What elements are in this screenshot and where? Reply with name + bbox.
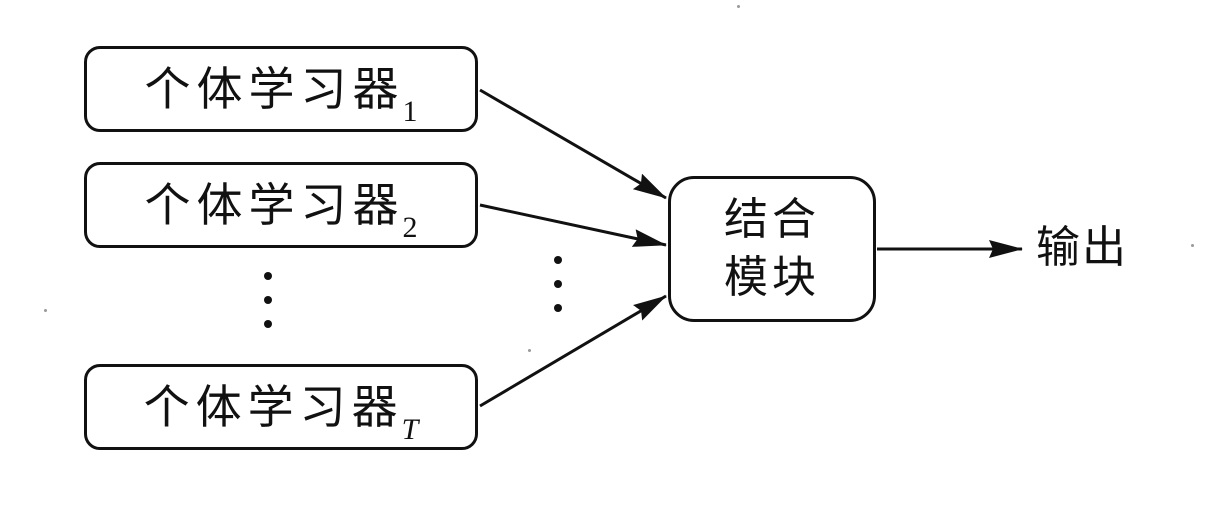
individual-learner-t-name: 个体学习器 [143,380,404,434]
scan-speck [528,349,531,352]
arrow-learner-t-to-combiner [479,294,667,408]
individual-learner-1-name: 个体学习器 [144,62,405,116]
combination-module-line-2: 模块 [724,252,820,303]
vertical-ellipsis-learners [264,272,272,332]
arrow-learner-2-to-combiner [479,203,667,247]
scan-speck [737,5,740,8]
individual-learner-2-label: 个体学习器2 [145,182,418,243]
arrow-learner-1-to-combiner [479,88,667,200]
output-label: 输出 [1036,222,1128,273]
vertical-ellipsis-arrows [554,256,562,316]
ellipsis-dot [264,296,272,304]
ellipsis-dot [554,304,562,312]
individual-learner-2-name: 个体学习器 [144,178,405,232]
combination-module-box: 结合 模块 [668,176,876,322]
scan-speck [1191,244,1194,247]
scan-speck [44,309,47,312]
combination-module-line-1: 结合 [724,194,820,245]
individual-learner-t-box: 个体学习器T [84,364,478,450]
individual-learner-2-box: 个体学习器2 [84,162,478,248]
individual-learner-t-label: 个体学习器T [144,384,419,445]
ellipsis-dot [264,320,272,328]
individual-learner-1-subscript: 1 [402,95,418,128]
ellipsis-dot [554,280,562,288]
individual-learner-1-box: 个体学习器1 [84,46,478,132]
individual-learner-2-subscript: 2 [402,211,418,244]
ellipsis-dot [554,256,562,264]
ellipsis-dot [264,272,272,280]
individual-learner-t-subscript: T [401,413,419,446]
individual-learner-1-label: 个体学习器1 [145,66,418,127]
